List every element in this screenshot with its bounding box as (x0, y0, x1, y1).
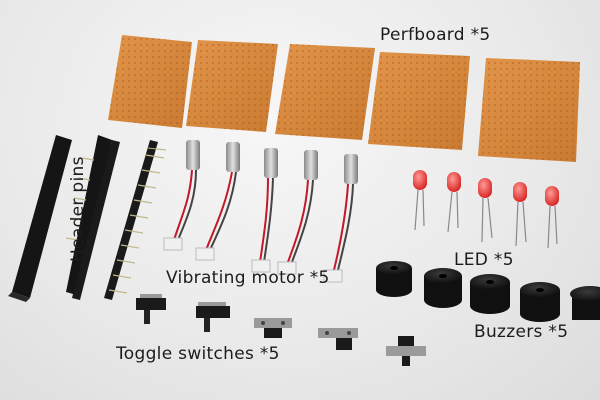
vibrating-motor-4 (277, 150, 318, 275)
perfboard-label: Perfboard *5 (380, 25, 491, 45)
led-label: LED *5 (454, 250, 514, 270)
vibrating-motor-3 (251, 148, 278, 273)
perfboards (108, 35, 580, 162)
led-5 (545, 186, 559, 249)
vibrating-motor-5 (323, 154, 358, 283)
buzzer-3 (470, 274, 510, 314)
male-header-1 (104, 140, 167, 300)
vibrating-motor-label: Vibrating motor *5 (166, 268, 330, 288)
header-pins (8, 135, 167, 302)
led-3 (478, 178, 493, 243)
vibrating-motor-2 (195, 142, 240, 261)
led-1 (413, 170, 427, 231)
toggle-switch-1 (136, 294, 166, 324)
led-2 (447, 172, 461, 233)
buzzer-1 (376, 261, 412, 297)
buzzers-label: Buzzers *5 (474, 322, 569, 342)
header-pins-label: Header pins (68, 156, 88, 262)
toggle-switch-3 (254, 318, 292, 338)
female-header-1 (8, 135, 72, 302)
perfboard-1 (108, 35, 192, 128)
female-header-2 (66, 135, 112, 296)
toggle-switch-5 (386, 336, 426, 366)
led-4 (513, 182, 527, 247)
vibrating-motor-1 (163, 140, 200, 251)
toggle-switches (136, 294, 426, 366)
perfboard-3 (275, 44, 375, 140)
perfboard-4 (368, 52, 470, 150)
buzzer-2 (424, 268, 462, 308)
perfboard-5 (478, 58, 580, 162)
buzzers (376, 261, 600, 322)
perfboard-2 (186, 40, 278, 132)
buzzer-5 (570, 286, 600, 320)
toggle-switches-label: Toggle switches *5 (116, 344, 280, 364)
toggle-switch-4 (318, 328, 358, 350)
buzzer-4 (520, 282, 560, 322)
male-header-2 (65, 140, 120, 300)
vibrating-motors (163, 140, 358, 283)
leds (413, 170, 559, 249)
toggle-switch-2 (196, 302, 230, 332)
